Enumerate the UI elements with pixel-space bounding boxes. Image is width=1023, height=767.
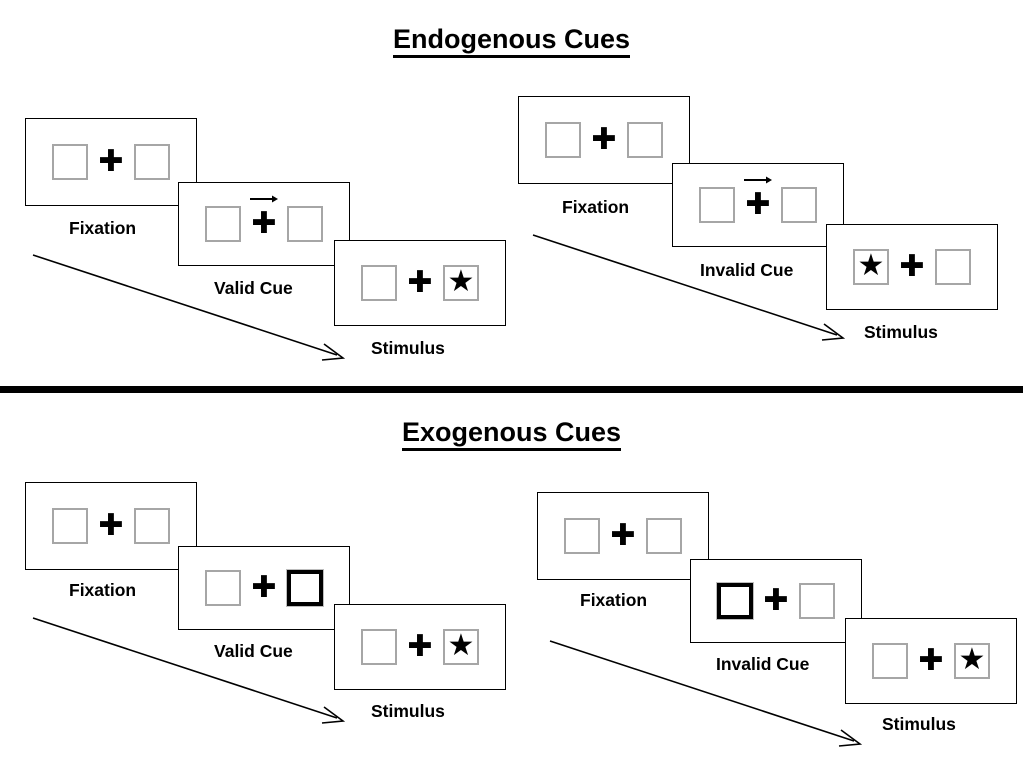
stage-label-exo-invalid-cue: Invalid Cue [716,654,810,674]
box-right-empty [799,583,835,619]
frame-exo-valid-fixation: ✚ [25,482,197,570]
arrow-right-cue-icon [744,176,772,184]
section-title-exogenous: Exogenous Cues [0,417,1023,451]
box-right-empty [134,144,170,180]
box-left-cued [716,582,754,620]
stage-label-endo-valid-stimulus: Stimulus [371,338,445,358]
box-right-star: ★ [443,265,479,301]
box-right-empty [781,187,817,223]
box-left-empty [205,570,241,606]
fixation-cross-wrap: ✚ [241,195,287,241]
box-right-cued [286,569,324,607]
fixation-cross-icon: ✚ [98,508,124,543]
frame-exo-invalid-cue: ✚ [690,559,862,643]
box-left-empty [361,629,397,665]
fixation-cross-icon: ✚ [251,206,277,241]
stage-label-exo-valid-stimulus: Stimulus [371,701,445,721]
fixation-cross-wrap: ✚ [581,125,627,155]
fixation-cross-icon: ✚ [407,265,433,300]
fixation-cross-icon: ✚ [899,249,925,284]
frame-endo-invalid-fixation: ✚ [518,96,690,184]
star-icon: ★ [857,249,885,282]
box-left-empty [361,265,397,301]
fixation-cross-icon: ✚ [98,144,124,179]
fixation-cross-icon: ✚ [763,583,789,618]
stage-label-endo-invalid-cue: Invalid Cue [700,260,794,280]
stage-label-endo-valid-fixation: Fixation [69,218,137,238]
frame-exo-invalid-stimulus: ✚ ★ [845,618,1017,704]
stage-label-exo-valid-fixation: Fixation [69,580,137,600]
stage-label-endo-valid-cue: Valid Cue [214,278,293,298]
box-left-empty [52,144,88,180]
section-divider [0,386,1023,393]
box-right-star: ★ [954,643,990,679]
fixation-cross-wrap: ✚ [889,252,935,282]
stage-label-endo-invalid-fixation: Fixation [562,197,630,217]
stage-label-exo-invalid-fixation: Fixation [580,590,648,610]
arrow-right-cue-icon [250,195,278,203]
frame-endo-valid-stimulus: ✚ ★ [334,240,506,326]
box-left-empty [52,508,88,544]
fixation-cross-icon: ✚ [918,643,944,678]
fixation-cross-wrap: ✚ [241,573,287,603]
box-right-empty [627,122,663,158]
fixation-cross-wrap: ✚ [88,511,134,541]
frame-endo-valid-fixation: ✚ [25,118,197,206]
fixation-cross-wrap: ✚ [88,147,134,177]
frame-endo-invalid-cue: ✚ [672,163,844,247]
box-right-empty [134,508,170,544]
fixation-cross-wrap: ✚ [600,521,646,551]
fixation-cross-wrap: ✚ [397,632,443,662]
fixation-cross-icon: ✚ [610,518,636,553]
box-right-empty [646,518,682,554]
flow-arrow-exogenous-invalid [549,640,863,747]
box-right-star: ★ [443,629,479,665]
fixation-cross-wrap: ✚ [908,646,954,676]
section-title-exogenous-text: Exogenous Cues [401,417,622,451]
frame-endo-invalid-stimulus: ★ ✚ [826,224,998,310]
box-left-star: ★ [853,249,889,285]
box-left-empty [205,206,241,242]
fixation-cross-icon: ✚ [407,629,433,664]
stage-label-endo-invalid-stimulus: Stimulus [864,322,938,342]
stage-label-exo-valid-cue: Valid Cue [214,641,293,661]
stage-label-exo-invalid-stimulus: Stimulus [882,714,956,734]
box-left-empty [545,122,581,158]
section-title-endogenous: Endogenous Cues [0,24,1023,58]
box-left-empty [564,518,600,554]
frame-endo-valid-cue: ✚ [178,182,350,266]
frame-exo-valid-cue: ✚ [178,546,350,630]
section-title-endogenous-text: Endogenous Cues [392,24,630,58]
box-right-empty [287,206,323,242]
star-icon: ★ [447,629,475,662]
fixation-cross-wrap: ✚ [397,268,443,298]
fixation-cross-icon: ✚ [745,187,771,222]
frame-exo-valid-stimulus: ✚ ★ [334,604,506,690]
box-right-empty [935,249,971,285]
box-left-empty [872,643,908,679]
box-left-empty [699,187,735,223]
star-icon: ★ [447,265,475,298]
fixation-cross-icon: ✚ [591,122,617,157]
frame-exo-invalid-fixation: ✚ [537,492,709,580]
fixation-cross-icon: ✚ [251,570,277,605]
star-icon: ★ [958,643,986,676]
fixation-cross-wrap: ✚ [753,586,799,616]
fixation-cross-wrap: ✚ [735,176,781,222]
